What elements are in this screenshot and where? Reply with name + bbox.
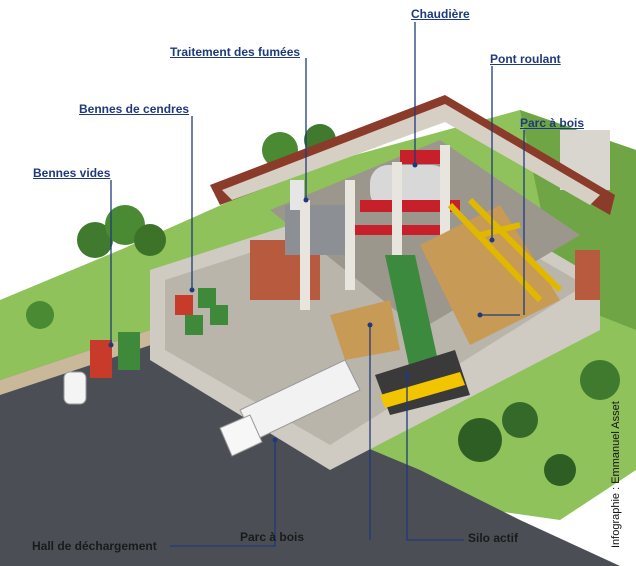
label-bennes-cendres: Bennes de cendres [79,102,190,116]
bins [90,288,228,378]
label-silo-actif: Silo actif [468,531,519,545]
credit-text: Infographie : Emmanuel Asset [610,401,622,548]
leader-lines [110,22,525,547]
label-chaudiere: Chaudière [411,7,470,21]
car [63,371,87,405]
flue-gas-treatment [285,180,345,255]
silo-stripes [380,372,465,408]
wood-storage [420,205,560,345]
trees [26,124,620,486]
label-parc-a-bois-top: Parc à bois [520,116,585,130]
label-parc-a-bois-bottom: Parc à bois [240,530,305,544]
leader-dots [108,162,495,443]
label-traitement-fumees: Traitement des fumées [170,45,301,59]
label-pont-roulant: Pont roulant [490,52,561,66]
label-hall-dechargement: Hall de déchargement [32,539,157,553]
overhead-crane [447,197,563,303]
pillars [300,145,450,310]
conveyor [385,255,440,370]
brick-wall-right [575,250,600,300]
wood-pile [330,300,400,360]
truck [219,359,361,457]
label-bennes-vides: Bennes vides [33,166,111,180]
boiler [330,150,460,235]
